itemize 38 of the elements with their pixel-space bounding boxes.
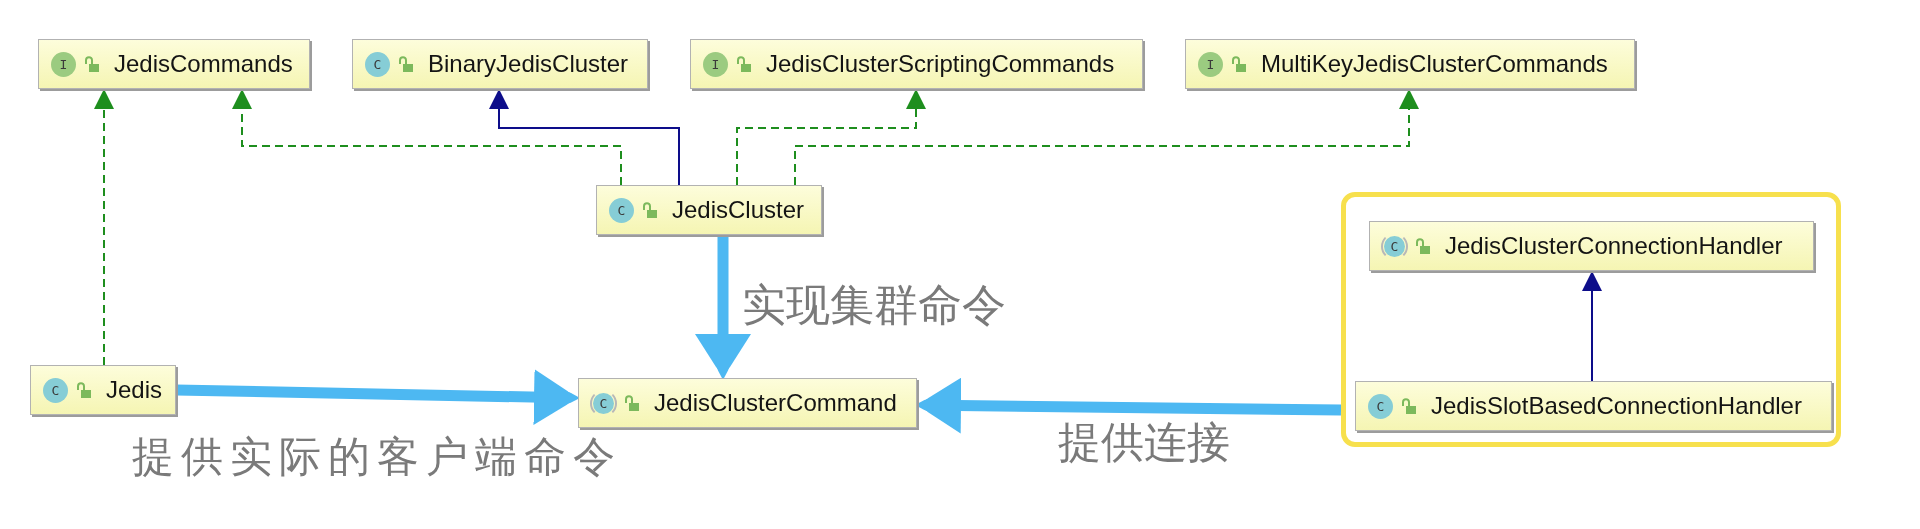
class-box — [352, 39, 648, 89]
highlight-frame — [1341, 192, 1841, 447]
edge-label: 实现集群命令 — [742, 280, 1006, 331]
class-name: JedisCommands — [114, 50, 293, 78]
class-box — [690, 39, 1143, 89]
interface-badge: I — [703, 51, 728, 77]
class-box — [38, 39, 310, 89]
class-box — [30, 365, 176, 415]
class-box — [1185, 39, 1635, 89]
thick-arrow — [695, 235, 751, 378]
interface-badge: I — [51, 51, 76, 77]
class-box — [596, 185, 822, 235]
class-name: JedisClusterCommand — [654, 389, 897, 417]
class-name: MultiKeyJedisClusterCommands — [1261, 50, 1608, 78]
class-badge: C — [365, 51, 390, 77]
class-box — [1369, 221, 1814, 271]
class-name: JedisSlotBasedConnectionHandler — [1431, 392, 1802, 420]
class-badge: C — [43, 377, 68, 403]
thick-arrow — [916, 377, 1342, 434]
interface-badge: I — [1198, 51, 1223, 77]
arrow — [489, 88, 680, 186]
dashed-arrow — [736, 88, 926, 186]
class-name: BinaryJedisCluster — [428, 50, 629, 78]
class-name: Jedis — [106, 376, 163, 404]
dashed-arrow — [94, 88, 114, 366]
class-box — [1355, 381, 1832, 431]
class-name: JedisClusterConnectionHandler — [1445, 232, 1783, 260]
arrow — [1582, 270, 1602, 382]
edge-label: 提供连接 — [1058, 418, 1230, 468]
class-badge: C — [609, 197, 634, 223]
class-badge: C — [1368, 393, 1393, 419]
edge-label: 提供实际的客户端命令 — [132, 433, 622, 482]
thick-arrow — [175, 369, 579, 426]
dashed-arrow — [794, 88, 1419, 186]
dashed-arrow — [232, 88, 622, 186]
class-name: JedisClusterScriptingCommands — [766, 50, 1115, 78]
class-name: JedisCluster — [672, 196, 805, 224]
class-box — [578, 378, 917, 428]
